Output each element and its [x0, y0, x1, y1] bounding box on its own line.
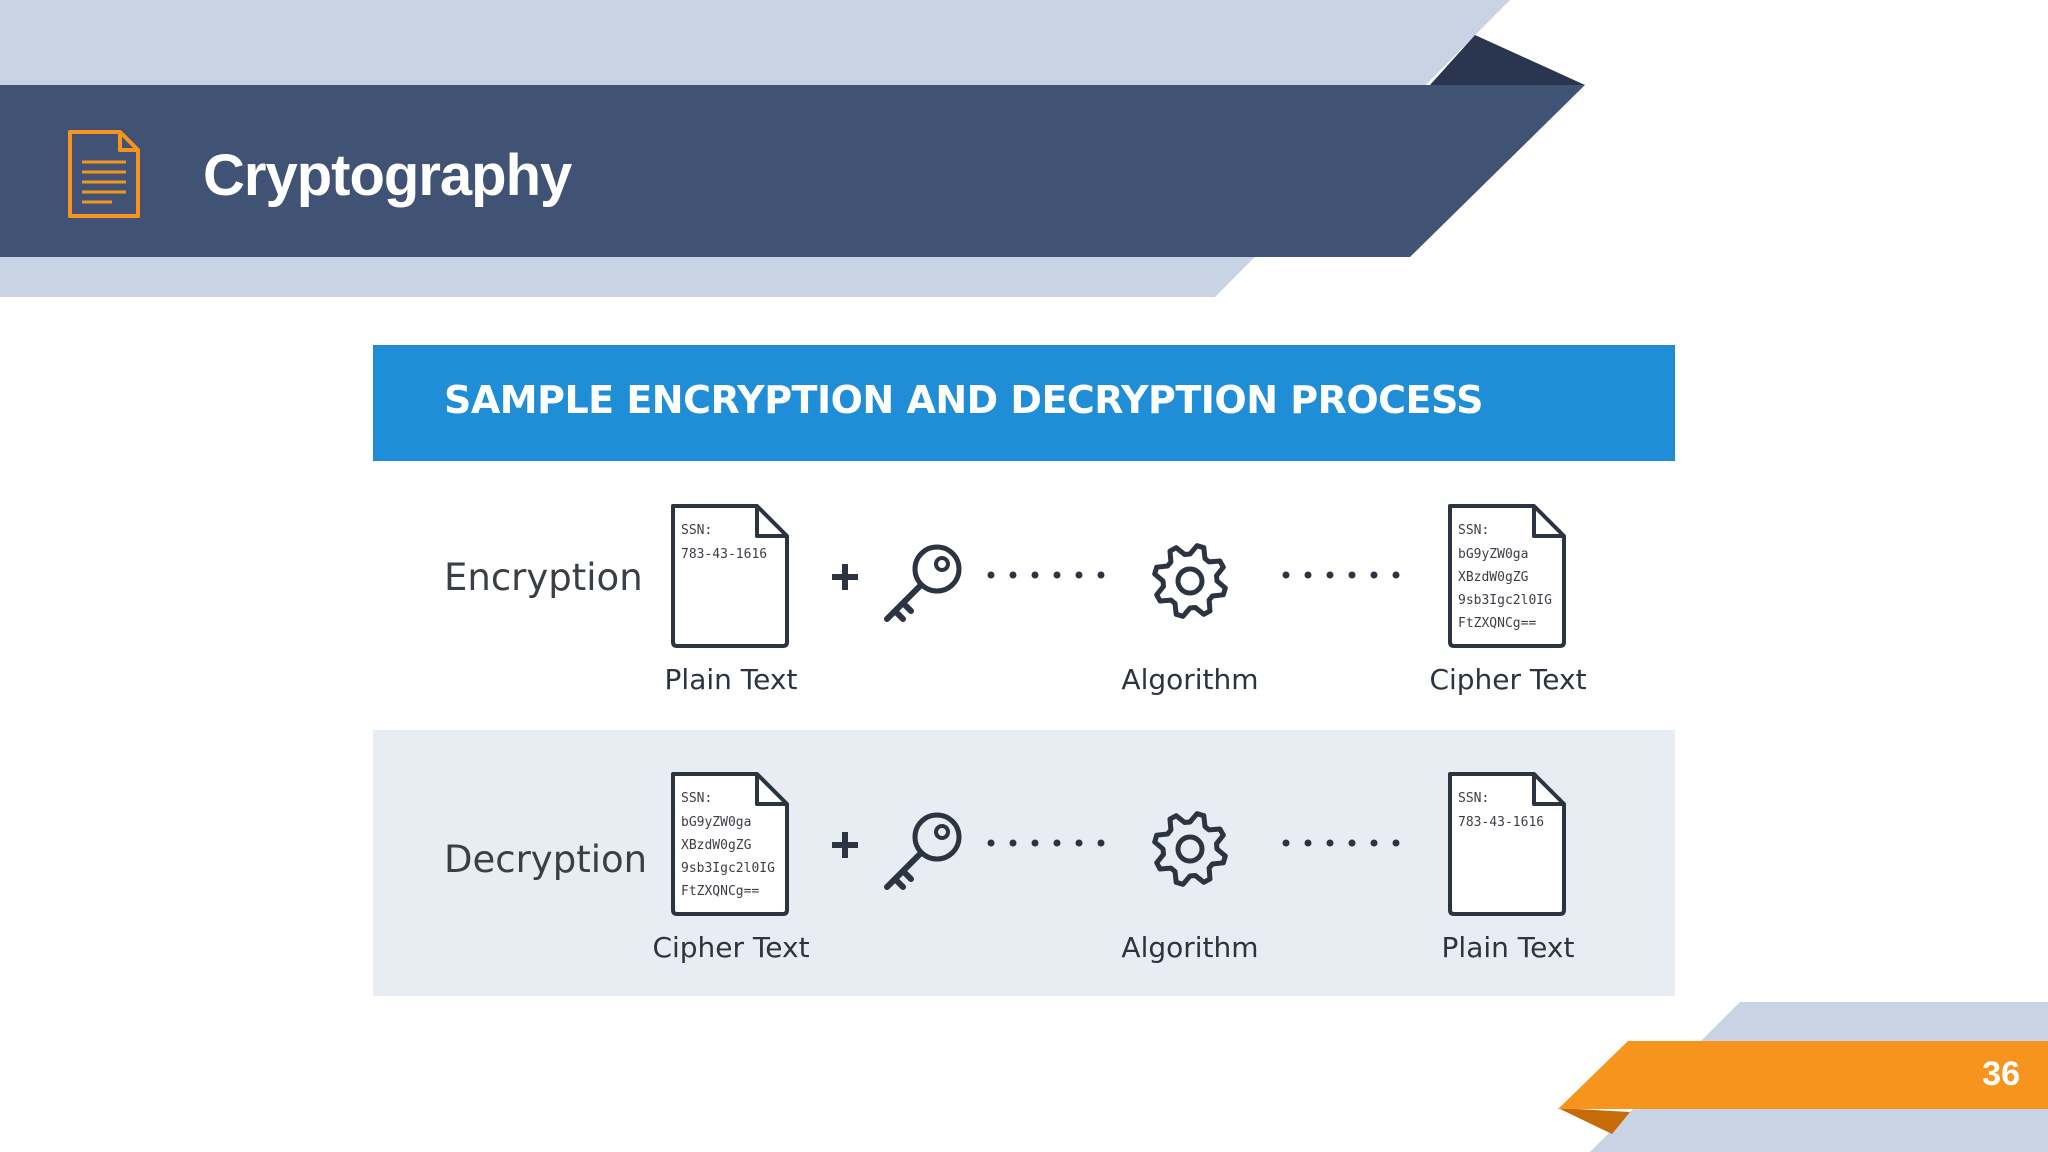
encryption-diagram: SAMPLE ENCRYPTION AND DECRYPTION PROCESS… [373, 345, 1675, 996]
banner-shadow [1430, 35, 1585, 85]
plain-text-document-icon: SSN: 783-43-1616 [671, 504, 789, 648]
doc-line: SSN: [1458, 523, 1489, 538]
gear-icon [1152, 543, 1228, 619]
doc-line: XBzdW0gZG [681, 838, 752, 853]
dotted-connector [987, 839, 1105, 847]
dotted-connector [1282, 839, 1400, 847]
cipher-text-document-icon: SSN: bG9yZW0ga XBzdW0gZG 9sb3Igc2l0IG Ft… [671, 772, 789, 916]
accent-band [1558, 1041, 2048, 1109]
doc-line: 9sb3Igc2l0IG [1458, 593, 1552, 608]
key-icon [884, 544, 962, 622]
algorithm-caption: Algorithm [1121, 663, 1259, 696]
cipher-text-caption: Cipher Text [652, 931, 810, 964]
doc-line: SSN: [681, 791, 712, 806]
gear-icon [1152, 811, 1228, 887]
key-icon [884, 812, 962, 890]
page-number: 36 [1982, 1055, 2020, 1093]
doc-line: FtZXQNCg== [681, 884, 759, 899]
plus-icon [832, 564, 858, 590]
doc-line: FtZXQNCg== [1458, 616, 1536, 631]
doc-line: 783-43-1616 [681, 547, 767, 562]
cipher-text-document-icon: SSN: bG9yZW0ga XBzdW0gZG 9sb3Igc2l0IG Ft… [1448, 504, 1566, 648]
plus-icon [832, 832, 858, 858]
plain-text-caption: Plain Text [1441, 931, 1575, 964]
dotted-connector [987, 571, 1105, 579]
title-banner [0, 85, 1585, 257]
accent-shadow [1558, 1108, 1630, 1134]
doc-line: SSN: [1458, 791, 1489, 806]
doc-line: SSN: [681, 523, 712, 538]
dotted-connector [1282, 571, 1400, 579]
plain-text-document-icon: SSN: 783-43-1616 [1448, 772, 1566, 916]
slide-title: Cryptography [203, 143, 572, 208]
decryption-label: Decryption [444, 838, 648, 881]
diagram-title: SAMPLE ENCRYPTION AND DECRYPTION PROCESS [444, 378, 1484, 422]
cipher-text-caption: Cipher Text [1429, 663, 1587, 696]
doc-line: 783-43-1616 [1458, 815, 1544, 830]
doc-line: XBzdW0gZG [1458, 570, 1529, 585]
document-icon [68, 130, 140, 218]
algorithm-caption: Algorithm [1121, 931, 1259, 964]
plain-text-caption: Plain Text [664, 663, 798, 696]
encryption-label: Encryption [444, 556, 643, 599]
doc-line: 9sb3Igc2l0IG [681, 861, 775, 876]
doc-line: bG9yZW0ga [1458, 547, 1528, 562]
diagram-header: SAMPLE ENCRYPTION AND DECRYPTION PROCESS [373, 345, 1675, 461]
doc-line: bG9yZW0ga [681, 815, 751, 830]
